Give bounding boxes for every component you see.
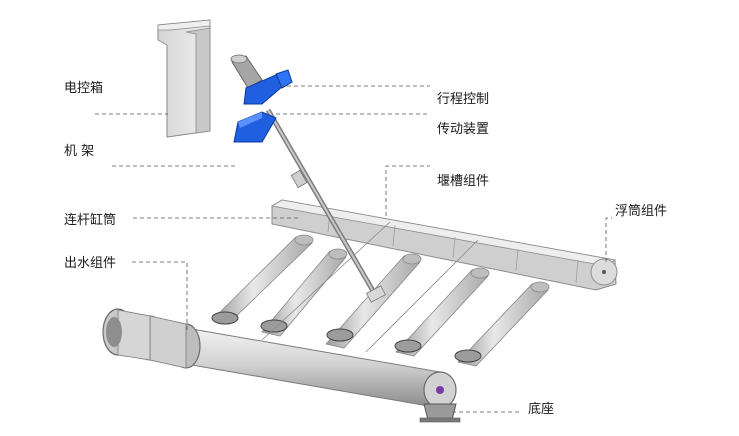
label-float-assembly: 浮筒组件	[615, 204, 668, 219]
label-control-box: 电控箱	[64, 81, 104, 96]
label-connecting-rod-cylinder: 连杆缸筒	[64, 213, 117, 228]
label-weir-trough: 堰槽组件	[437, 174, 490, 189]
label-outlet-assembly: 出水组件	[64, 256, 117, 271]
guide-wires	[261, 221, 479, 353]
control-box	[157, 19, 211, 138]
connecting-rod-cylinder	[265, 108, 386, 303]
drive-unit	[230, 54, 293, 143]
weir-trough	[270, 199, 617, 291]
label-stroke-control: 行程控制	[437, 92, 490, 107]
connecting-pipes	[213, 234, 550, 367]
float-assembly	[590, 258, 618, 286]
label-drive-unit: 传动装置	[437, 122, 490, 137]
leader-lines	[95, 85, 612, 413]
base	[419, 386, 461, 423]
label-frame: 机 架	[64, 144, 95, 159]
pipe-flanges	[211, 311, 482, 363]
label-base: 底座	[528, 402, 555, 417]
